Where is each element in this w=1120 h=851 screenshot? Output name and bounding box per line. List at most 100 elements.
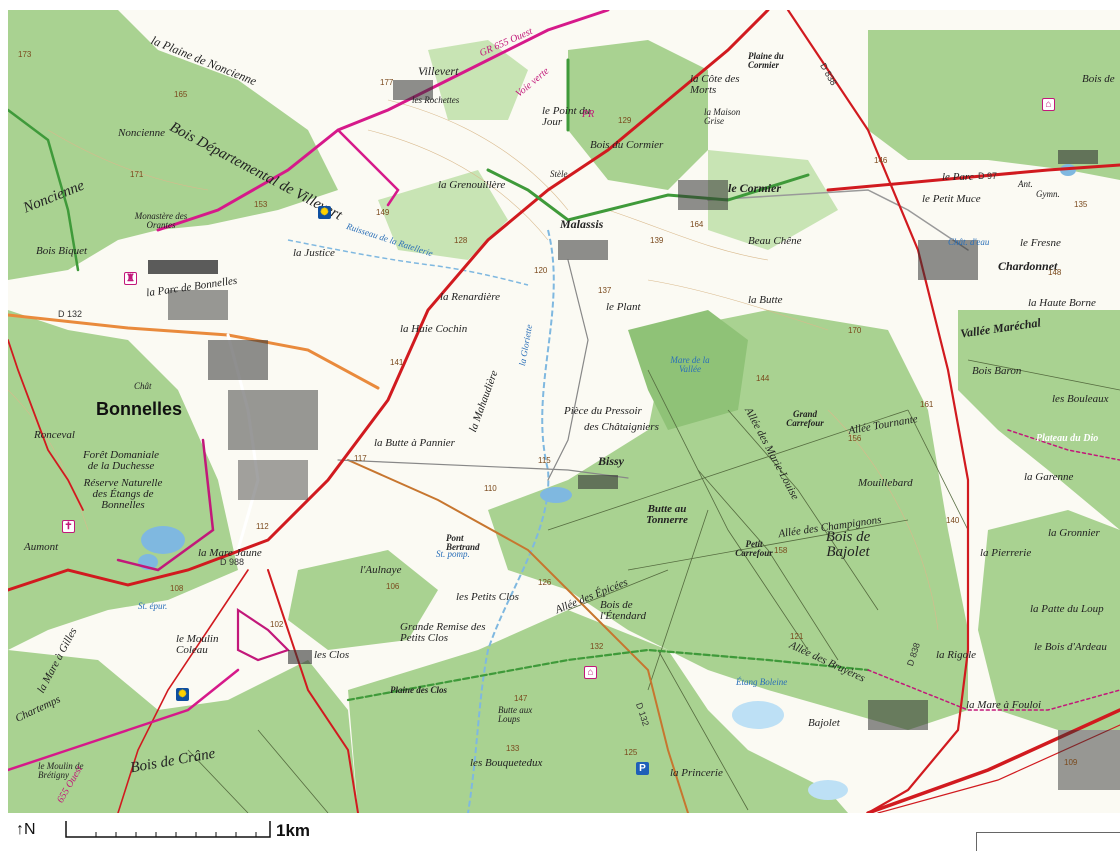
water-label-mare-de-la-vallee: Mare de la Vallée <box>670 355 710 374</box>
place-label-beau-chene: Beau Chêne <box>748 235 802 247</box>
chapel-icon: ✝ <box>62 520 75 533</box>
elevation-25: 158 <box>774 546 788 555</box>
scale-ruler <box>65 821 271 838</box>
place-label-le-fresne: le Fresne <box>1020 237 1061 249</box>
place-label-piece-du-pressoir: Pièce du Pressoir <box>564 405 642 417</box>
place-label-ronceval: Ronceval <box>34 429 75 441</box>
elevation-28: 144 <box>756 374 770 383</box>
place-label-la-haute-borne: la Haute Borne <box>1028 297 1096 309</box>
parking-icon: P <box>636 762 649 775</box>
label-gymn: Gymn. <box>1036 189 1060 199</box>
scale-bar: ↑N 1km <box>8 815 408 847</box>
forest-tracks <box>187 359 1120 813</box>
north-label: N <box>24 821 36 838</box>
elevation-30: 148 <box>1048 268 1062 277</box>
place-label-chardonnet: Chardonnet <box>998 259 1058 273</box>
elevation-7: 120 <box>534 266 548 275</box>
place-label-la-pierrerie: la Pierrerie <box>980 547 1032 559</box>
place-label-la-butte: la Butte <box>748 294 783 306</box>
place-label-bois-du-cormier: Bois du Cormier <box>590 139 664 151</box>
water-label-etang-boleine: Étang Boleine <box>736 677 788 687</box>
place-label-la-maison-grise: la Maison Grise <box>704 107 741 126</box>
elevation-6: 128 <box>454 236 468 245</box>
elevation-11: 141 <box>390 358 404 367</box>
elevation-14: 115 <box>538 456 551 465</box>
wood-label-les-bouleaux: les Bouleaux <box>1052 393 1109 405</box>
shelter-icon: ⌂ <box>584 666 597 679</box>
place-label-la-gronnier: la Gronnier <box>1048 527 1100 539</box>
elevation-1: 177 <box>380 78 394 87</box>
castle-icon: ♜ <box>124 272 137 285</box>
place-label-pont-bertrand: Pont Bertrand <box>446 533 480 552</box>
place-label-les-rochettes: les Rochettes <box>412 95 460 105</box>
water-label-st-epur: St. épur. <box>138 601 168 611</box>
place-label-la-haie-cochin: la Haie Cochin <box>400 323 468 335</box>
place-label-noncienne-hamlet: Noncienne <box>118 127 166 139</box>
place-label-les-bouquetedux: les Bouquetedux <box>470 757 543 769</box>
elevation-24: 147 <box>514 694 528 703</box>
place-label-villevert: Villevert <box>418 64 459 78</box>
place-label-monastere: Monastère des Orantes <box>134 211 188 230</box>
elevation-21: 133 <box>506 744 520 753</box>
place-label-le-point-du-jour: le Point du Jour <box>542 105 591 128</box>
elevation-13: 110 <box>484 484 497 493</box>
wood-label-bois-de: Bois de <box>1082 73 1115 85</box>
elevation-31: 140 <box>946 516 960 525</box>
place-label-le-plant: le Plant <box>606 301 641 313</box>
place-label-la-rigole: la Rigole <box>936 649 977 661</box>
elevation-29: 156 <box>848 434 862 443</box>
main-roads <box>8 10 1120 813</box>
place-label-la-butte-a-pannier: la Butte à Pannier <box>374 437 455 449</box>
elevation-34: 146 <box>874 156 888 165</box>
trail-label-pr: PR <box>582 109 595 120</box>
wood-label-bois-biquet: Bois Biquet <box>36 245 88 257</box>
place-label-la-princerie: la Princerie <box>670 767 723 779</box>
place-label-la-mare-a-fouloi: la Mare à Fouloi <box>966 699 1042 711</box>
elevation-35: 129 <box>618 116 632 125</box>
elevation-16: 108 <box>170 584 184 593</box>
wood-label-bois-baron: Bois Baron <box>972 365 1022 377</box>
place-label-des-chataigniers: des Châtaigniers <box>584 421 659 433</box>
elevation-20: 132 <box>590 642 604 651</box>
camino-shell-icon-south: ✺ <box>176 688 189 701</box>
scale-distance-label: 1km <box>276 821 311 840</box>
road-label-d97: D 97 <box>978 171 998 181</box>
elevation-27: 161 <box>920 400 934 409</box>
elevation-17: 106 <box>386 582 400 591</box>
building-icon: ⌂ <box>1042 98 1055 111</box>
elevation-23: 121 <box>790 632 804 641</box>
place-label-grande-remise: Grande Remise des Petits Clos <box>400 621 486 644</box>
label-ant: Ant. <box>1018 179 1033 189</box>
place-label-la-patte-du-loup: la Patte du Loup <box>1030 603 1104 615</box>
place-label-laulnaye: l'Aulnaye <box>360 564 402 576</box>
wood-label-foret-domaniale: Forêt Domaniale de la Duchesse <box>82 449 160 472</box>
elevation-3: 171 <box>130 170 144 179</box>
place-label-le-petit-muce: le Petit Muce <box>922 193 981 205</box>
topographic-map[interactable]: Bonnelles Bissy le Cormier Malassis Char… <box>8 10 1120 813</box>
north-arrow-icon: ↑N <box>16 821 36 838</box>
elevation-19: 126 <box>538 578 552 587</box>
place-label-la-cote-des-morts: la Côte des Morts <box>690 73 740 96</box>
label-chat: Chât <box>134 381 152 391</box>
place-label-bonnelles: Bonnelles <box>96 399 183 419</box>
place-label-les-clos: les Clos <box>314 649 350 661</box>
frame-corner <box>976 832 1120 851</box>
allee-label-petit-carrefour: Petit Carrefour <box>735 539 773 558</box>
camino-shell-icon-north: ✺ <box>318 206 331 219</box>
elevation-26: 170 <box>848 326 862 335</box>
place-label-aumont: Aumont <box>24 541 59 553</box>
place-label-butte-aux-loups: Butte aux Loups <box>498 705 533 724</box>
place-label-le-bois-d-ardeau: le Bois d'Ardeau <box>1034 641 1107 653</box>
elevation-15: 112 <box>256 522 269 531</box>
elevation-5: 149 <box>376 208 390 217</box>
place-label-la-garenne: la Garenne <box>1024 471 1074 483</box>
allee-label-grand-carrefour: Grand Carrefour <box>786 409 824 428</box>
place-label-bissy: Bissy <box>598 454 625 468</box>
road-label-d988: D 988 <box>220 557 245 567</box>
elevation-4: 153 <box>254 200 268 209</box>
wood-label-bois-de-bajolet: Bois de Bajolet <box>825 529 871 560</box>
built-areas <box>148 80 1120 790</box>
place-label-butte-au-tonnerre: Butte au Tonnerre <box>646 503 688 526</box>
elevation-33: 135 <box>1074 200 1088 209</box>
place-label-la-renardiere: la Renardière <box>440 291 500 303</box>
